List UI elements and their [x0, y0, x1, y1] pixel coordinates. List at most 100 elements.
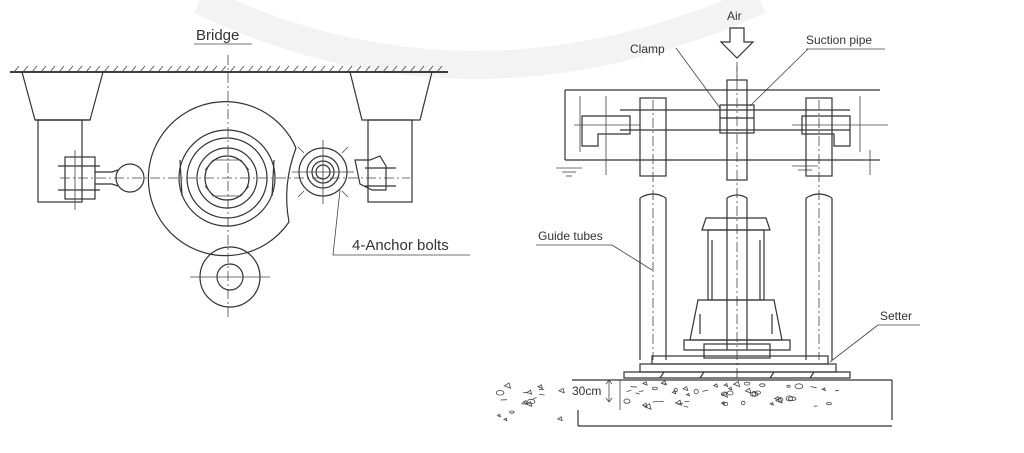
gravel-piece [522, 399, 528, 405]
anchor-bolts-leader [332, 189, 470, 256]
gravel-piece [533, 397, 537, 400]
hatch-mark [139, 65, 146, 73]
gravel-piece [810, 386, 817, 389]
clearance-dimension [605, 379, 613, 403]
gravel-piece [623, 398, 631, 404]
water-level-left [556, 167, 582, 177]
hatch-mark [148, 65, 155, 73]
gravel-piece [671, 390, 677, 395]
hatch-mark [337, 65, 344, 73]
gravel-piece [693, 388, 699, 395]
setter-base [623, 355, 851, 379]
pump-body [683, 217, 791, 359]
clamp-leader [675, 47, 721, 109]
watermark-arc [193, 0, 766, 79]
left-deck-bracket [574, 96, 640, 175]
gravel-piece [727, 390, 734, 396]
hatch-mark [436, 65, 443, 73]
right-deck-bracket [792, 115, 888, 175]
air-arrow [719, 27, 755, 59]
gravel-piece [641, 402, 648, 408]
gravel-piece [751, 390, 757, 397]
hatch-mark [283, 65, 290, 73]
gravel-piece [722, 401, 729, 406]
hatch-mark [49, 65, 56, 73]
guide-tubes-leader [611, 244, 653, 271]
gravel-piece [685, 392, 691, 397]
gravel-piece [794, 383, 804, 390]
hatch-mark [76, 65, 83, 73]
setter-leader [829, 324, 879, 363]
gravel-piece [557, 387, 565, 394]
suction-pipe-label: Suction pipe [806, 33, 872, 47]
guide-tube-right [805, 97, 833, 360]
gravel-fill [495, 380, 839, 422]
gravel-piece [835, 389, 839, 392]
hatch-mark [13, 65, 20, 73]
gravel-piece [556, 416, 563, 422]
hatch-mark [85, 65, 92, 73]
gravel-piece [740, 400, 746, 405]
hatch-mark [112, 65, 119, 73]
gravel-piece [509, 410, 515, 414]
gravel-piece [652, 386, 658, 391]
gravel-piece [682, 385, 689, 392]
guide-tube-left [639, 97, 667, 360]
water-level-right [792, 165, 818, 171]
hatch-mark [22, 65, 29, 73]
gravel-piece [639, 390, 644, 392]
gravel-piece [732, 380, 741, 388]
hatch-mark [157, 65, 164, 73]
hatch-mark [184, 65, 191, 73]
hatch-mark [202, 65, 209, 73]
hatch-mark [400, 65, 407, 73]
gravel-piece [642, 380, 648, 386]
gravel-piece [496, 413, 501, 418]
gravel-piece [652, 401, 659, 403]
gravel-piece [723, 382, 729, 388]
gravel-piece [635, 392, 640, 395]
hatch-mark [409, 65, 416, 73]
gravel-piece [821, 387, 826, 392]
gravel-piece [673, 388, 678, 393]
hatch-mark [31, 65, 38, 73]
hatch-mark [211, 65, 218, 73]
hatch-mark [328, 65, 335, 73]
anchor-bolt-ring [292, 140, 396, 204]
gravel-piece [786, 384, 791, 388]
discharge-circle [190, 246, 270, 308]
gravel-piece [744, 387, 752, 394]
hatch-mark [103, 65, 110, 73]
gravel-piece [660, 380, 667, 386]
floor-slab [572, 379, 893, 427]
gravel-piece [538, 393, 545, 396]
hatch-mark [67, 65, 74, 73]
gravel-piece [777, 397, 784, 403]
hatch-mark [382, 65, 389, 73]
hatch-mark [229, 65, 236, 73]
gravel-piece [702, 389, 709, 392]
gravel-piece [826, 402, 832, 406]
hatch-mark [274, 65, 281, 73]
gravel-piece [674, 399, 682, 406]
bridge-label: Bridge [196, 27, 239, 44]
bridge-beam [10, 65, 448, 73]
hatch-mark [94, 65, 101, 73]
gravel-piece [626, 390, 632, 392]
gravel-piece [750, 391, 759, 397]
gravel-piece [683, 405, 689, 408]
clamp-label: Clamp [630, 42, 665, 56]
suction-pipe-leader [749, 48, 809, 107]
left-coupling [58, 150, 145, 210]
hatch-mark [256, 65, 263, 73]
bridge-deck [564, 89, 880, 161]
gravel-piece [712, 383, 719, 388]
hatch-mark [220, 65, 227, 73]
pump-outline [147, 101, 297, 257]
hatch-mark [364, 65, 371, 73]
clearance-label: 30cm [572, 384, 601, 398]
gravel-piece [527, 398, 536, 405]
hatch-mark [247, 65, 254, 73]
